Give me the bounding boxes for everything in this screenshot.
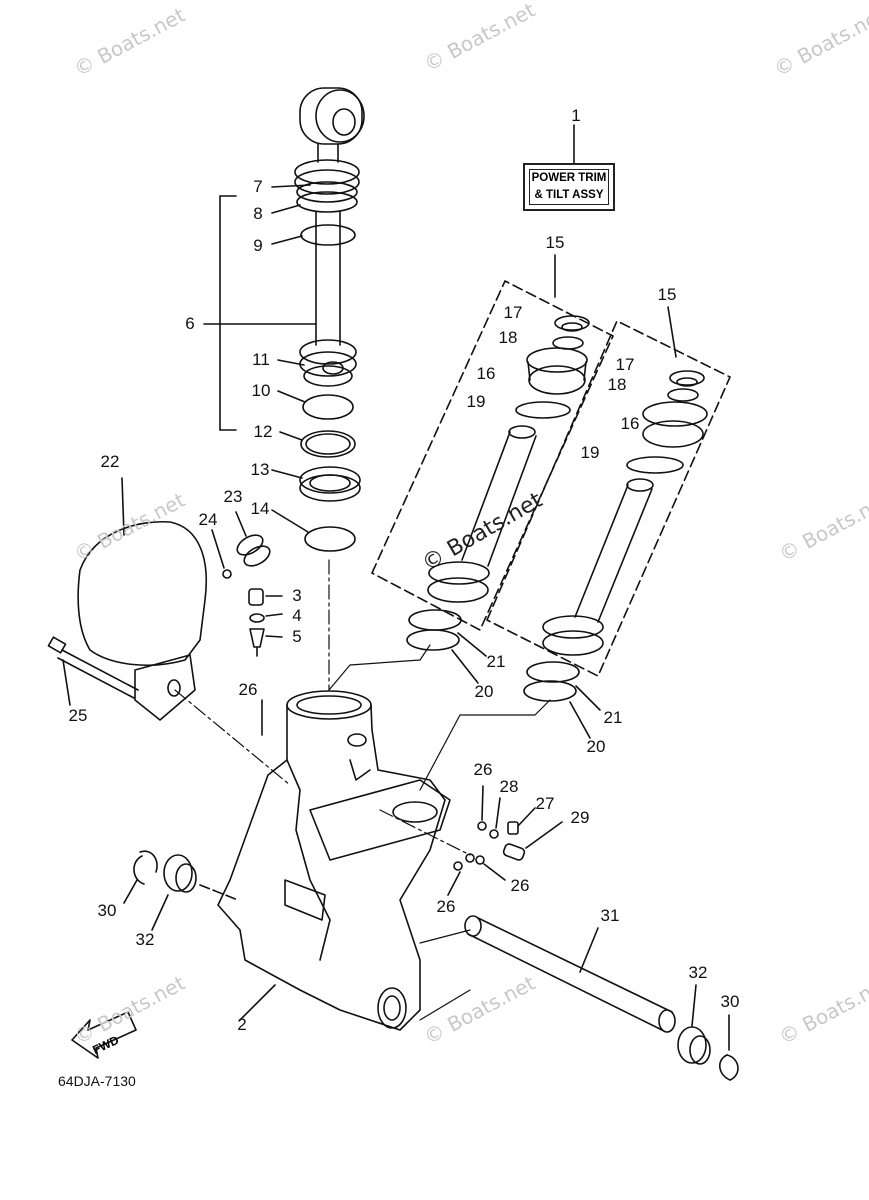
callout-16[interactable]: 16 bbox=[476, 364, 496, 383]
callout-27[interactable]: 27 bbox=[535, 794, 555, 813]
callout-8[interactable]: 8 bbox=[253, 204, 263, 223]
callout-15[interactable]: 15 bbox=[545, 233, 565, 252]
o-ring-9 bbox=[300, 224, 356, 246]
callout-9[interactable]: 9 bbox=[253, 236, 263, 255]
callout-19[interactable]: 19 bbox=[466, 392, 486, 411]
callout-28[interactable]: 28 bbox=[499, 777, 519, 796]
callout-14[interactable]: 14 bbox=[250, 499, 270, 518]
callout-18[interactable]: 18 bbox=[607, 375, 627, 394]
o-ring-10 bbox=[302, 394, 354, 420]
callout-20[interactable]: 20 bbox=[586, 737, 606, 756]
shaft-31 bbox=[419, 915, 676, 1033]
callout-7[interactable]: 7 bbox=[253, 177, 263, 196]
piston-assy-left bbox=[427, 315, 590, 603]
piston-assy-right bbox=[542, 370, 708, 656]
callout-30[interactable]: 30 bbox=[97, 901, 117, 920]
callout-32[interactable]: 32 bbox=[688, 963, 708, 982]
main-body-2 bbox=[217, 690, 451, 1031]
callout-18[interactable]: 18 bbox=[498, 328, 518, 347]
callout-11[interactable]: 11 bbox=[252, 350, 270, 369]
callout-24[interactable]: 24 bbox=[198, 510, 218, 529]
label-line-1: POWER TRIM bbox=[531, 172, 607, 184]
bearing-23 bbox=[235, 511, 271, 567]
callout-22[interactable]: 22 bbox=[100, 452, 120, 471]
valve-parts-3-4-5 bbox=[248, 588, 283, 657]
callout-15[interactable]: 15 bbox=[657, 285, 677, 304]
callout-12[interactable]: 12 bbox=[253, 422, 273, 441]
callout-13[interactable]: 13 bbox=[250, 460, 270, 479]
callout-21[interactable]: 21 bbox=[486, 652, 506, 671]
bushings-30-32 bbox=[123, 850, 739, 1081]
callout-6[interactable]: 6 bbox=[185, 314, 195, 333]
o-ring-14 bbox=[304, 526, 356, 552]
callout-20[interactable]: 20 bbox=[474, 682, 494, 701]
small-parts-26-29 bbox=[447, 785, 563, 896]
callout-26[interactable]: 26 bbox=[510, 876, 530, 895]
tilt-rod-part-6 bbox=[294, 87, 365, 387]
callout-3[interactable]: 3 bbox=[292, 586, 302, 605]
callout-26[interactable]: 26 bbox=[238, 680, 258, 699]
motor-22 bbox=[77, 477, 208, 721]
callout-26[interactable]: 26 bbox=[436, 897, 456, 916]
backup-ring-12 bbox=[300, 430, 356, 458]
callout-10[interactable]: 10 bbox=[251, 381, 271, 400]
callout-23[interactable]: 23 bbox=[223, 487, 243, 506]
callout-17[interactable]: 17 bbox=[615, 355, 635, 374]
label-line-2: & TILT ASSY bbox=[534, 189, 604, 201]
callout-1[interactable]: 1 bbox=[571, 106, 581, 125]
bolt-25 bbox=[47, 636, 139, 706]
group-bracket-6 bbox=[203, 184, 317, 533]
callout-31[interactable]: 31 bbox=[600, 906, 620, 925]
rings-20-21 bbox=[406, 609, 601, 739]
callout-26[interactable]: 26 bbox=[473, 760, 493, 779]
power-trim-tilt-label: POWER TRIM & TILT ASSY bbox=[523, 163, 615, 211]
callout-4[interactable]: 4 bbox=[292, 606, 302, 625]
diagram-code: 64DJA-7130 bbox=[58, 1073, 136, 1089]
group-box-15 bbox=[371, 280, 731, 677]
callout-17[interactable]: 17 bbox=[503, 303, 523, 322]
callout-2[interactable]: 2 bbox=[237, 1015, 247, 1034]
callout-32[interactable]: 32 bbox=[135, 930, 155, 949]
callout-30[interactable]: 30 bbox=[720, 992, 740, 1011]
fwd-arrow bbox=[71, 1011, 137, 1059]
callout-25[interactable]: 25 bbox=[68, 706, 88, 725]
callout-5[interactable]: 5 bbox=[292, 627, 302, 646]
seal-13 bbox=[299, 466, 361, 502]
alignment-lines bbox=[174, 559, 471, 856]
callout-16[interactable]: 16 bbox=[620, 414, 640, 433]
callout-19[interactable]: 19 bbox=[580, 443, 600, 462]
callout-29[interactable]: 29 bbox=[570, 808, 590, 827]
callout-21[interactable]: 21 bbox=[603, 708, 623, 727]
